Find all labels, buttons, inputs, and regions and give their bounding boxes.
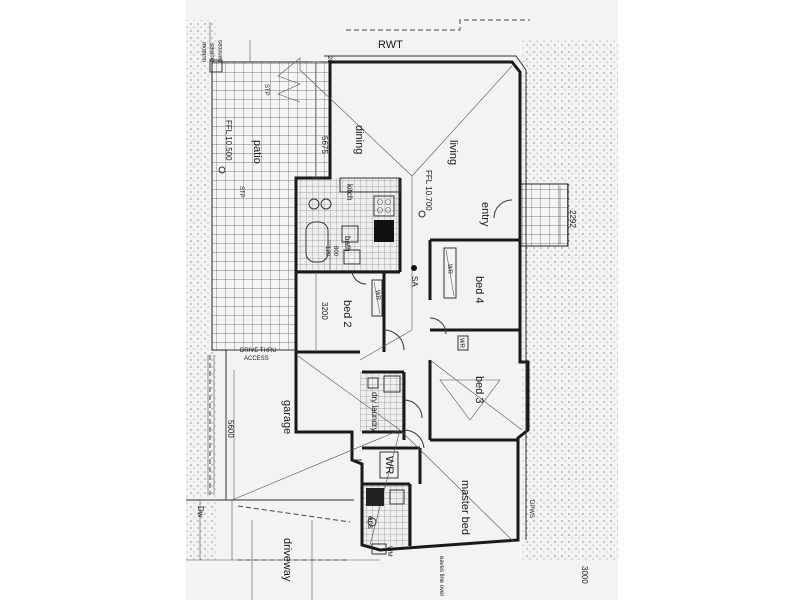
level-marker-living xyxy=(418,210,426,218)
dpws-label: DPWS xyxy=(528,500,534,518)
outdoor-label: outdoor xyxy=(202,42,208,62)
kitchen-fittings xyxy=(305,177,401,265)
clothes-label: clothes xyxy=(210,43,216,62)
stp-label-top: STP xyxy=(263,84,269,96)
rwt-boundary xyxy=(346,19,530,31)
access-label: ACCESS xyxy=(244,356,269,362)
dim-800: 800 xyxy=(332,246,338,257)
door-swings xyxy=(351,199,513,449)
wet-area-fittings xyxy=(366,375,405,555)
ffl-patio-label: FFL 10.500 xyxy=(224,120,233,161)
dim-5675: 5675 xyxy=(320,136,329,154)
roof-lines xyxy=(231,65,523,546)
stp-label-side: STP xyxy=(238,186,244,198)
internal-walls xyxy=(296,178,520,546)
wr-label-bed2: WR xyxy=(374,290,380,301)
dim-120: 120 xyxy=(324,246,330,257)
dim-2292: 2292 xyxy=(568,210,577,228)
level-marker-patio xyxy=(218,166,226,174)
driveway-edges xyxy=(186,520,380,600)
room-label-driveway: driveway xyxy=(281,538,293,582)
eaves-outline xyxy=(324,55,527,540)
room-label-dining: dining xyxy=(353,125,365,154)
services-label: services xyxy=(218,40,224,62)
dim-5600: 5600 xyxy=(226,420,235,438)
side-landscaping xyxy=(522,40,618,560)
dim-3200: 3200 xyxy=(320,302,329,320)
services-marks xyxy=(209,22,301,103)
services-point xyxy=(209,59,223,73)
robes xyxy=(371,247,469,479)
wr-label-bed4: WR xyxy=(446,264,452,275)
room-label-patio: patio xyxy=(251,140,263,164)
dim-3000: 3000 xyxy=(580,566,589,584)
room-label-bath: bath xyxy=(343,236,352,252)
room-label-master: master bed xyxy=(459,480,471,535)
rwt-label: RWT xyxy=(378,39,403,51)
dw-label: Dw xyxy=(196,506,205,518)
eaves-label: eaves line over xyxy=(438,556,444,596)
room-label-laundry: dry laundry xyxy=(370,392,379,432)
room-label-ensuite: ens xyxy=(366,516,375,529)
entry-paving xyxy=(519,183,569,247)
room-label-bed4: bed 4 xyxy=(473,276,485,304)
room-label-bed2: bed 2 xyxy=(341,300,353,328)
laundry-tiles xyxy=(360,372,404,432)
wr-label-master: WR xyxy=(383,456,395,474)
room-label-kitchen: kitch xyxy=(345,184,354,200)
exterior-wall xyxy=(294,60,530,552)
sa-label: SA xyxy=(410,276,419,287)
room-label-garage: garage xyxy=(281,400,293,434)
room-label-entry: entry xyxy=(479,202,491,227)
room-label-living: living xyxy=(447,140,459,165)
smoke-alarm-dot xyxy=(411,265,417,271)
left-landscaping xyxy=(186,20,216,560)
dimension-lines xyxy=(233,61,561,500)
wr-label-bed3: WR xyxy=(458,338,464,349)
dim-20: 20 xyxy=(326,56,332,63)
room-label-bed3: bed 3 xyxy=(473,376,485,404)
wm-label: WM xyxy=(386,546,392,557)
drive-thru-label: DRIVE THRU xyxy=(240,348,277,354)
ffl-living-label: FFL 10.700 xyxy=(424,170,433,211)
